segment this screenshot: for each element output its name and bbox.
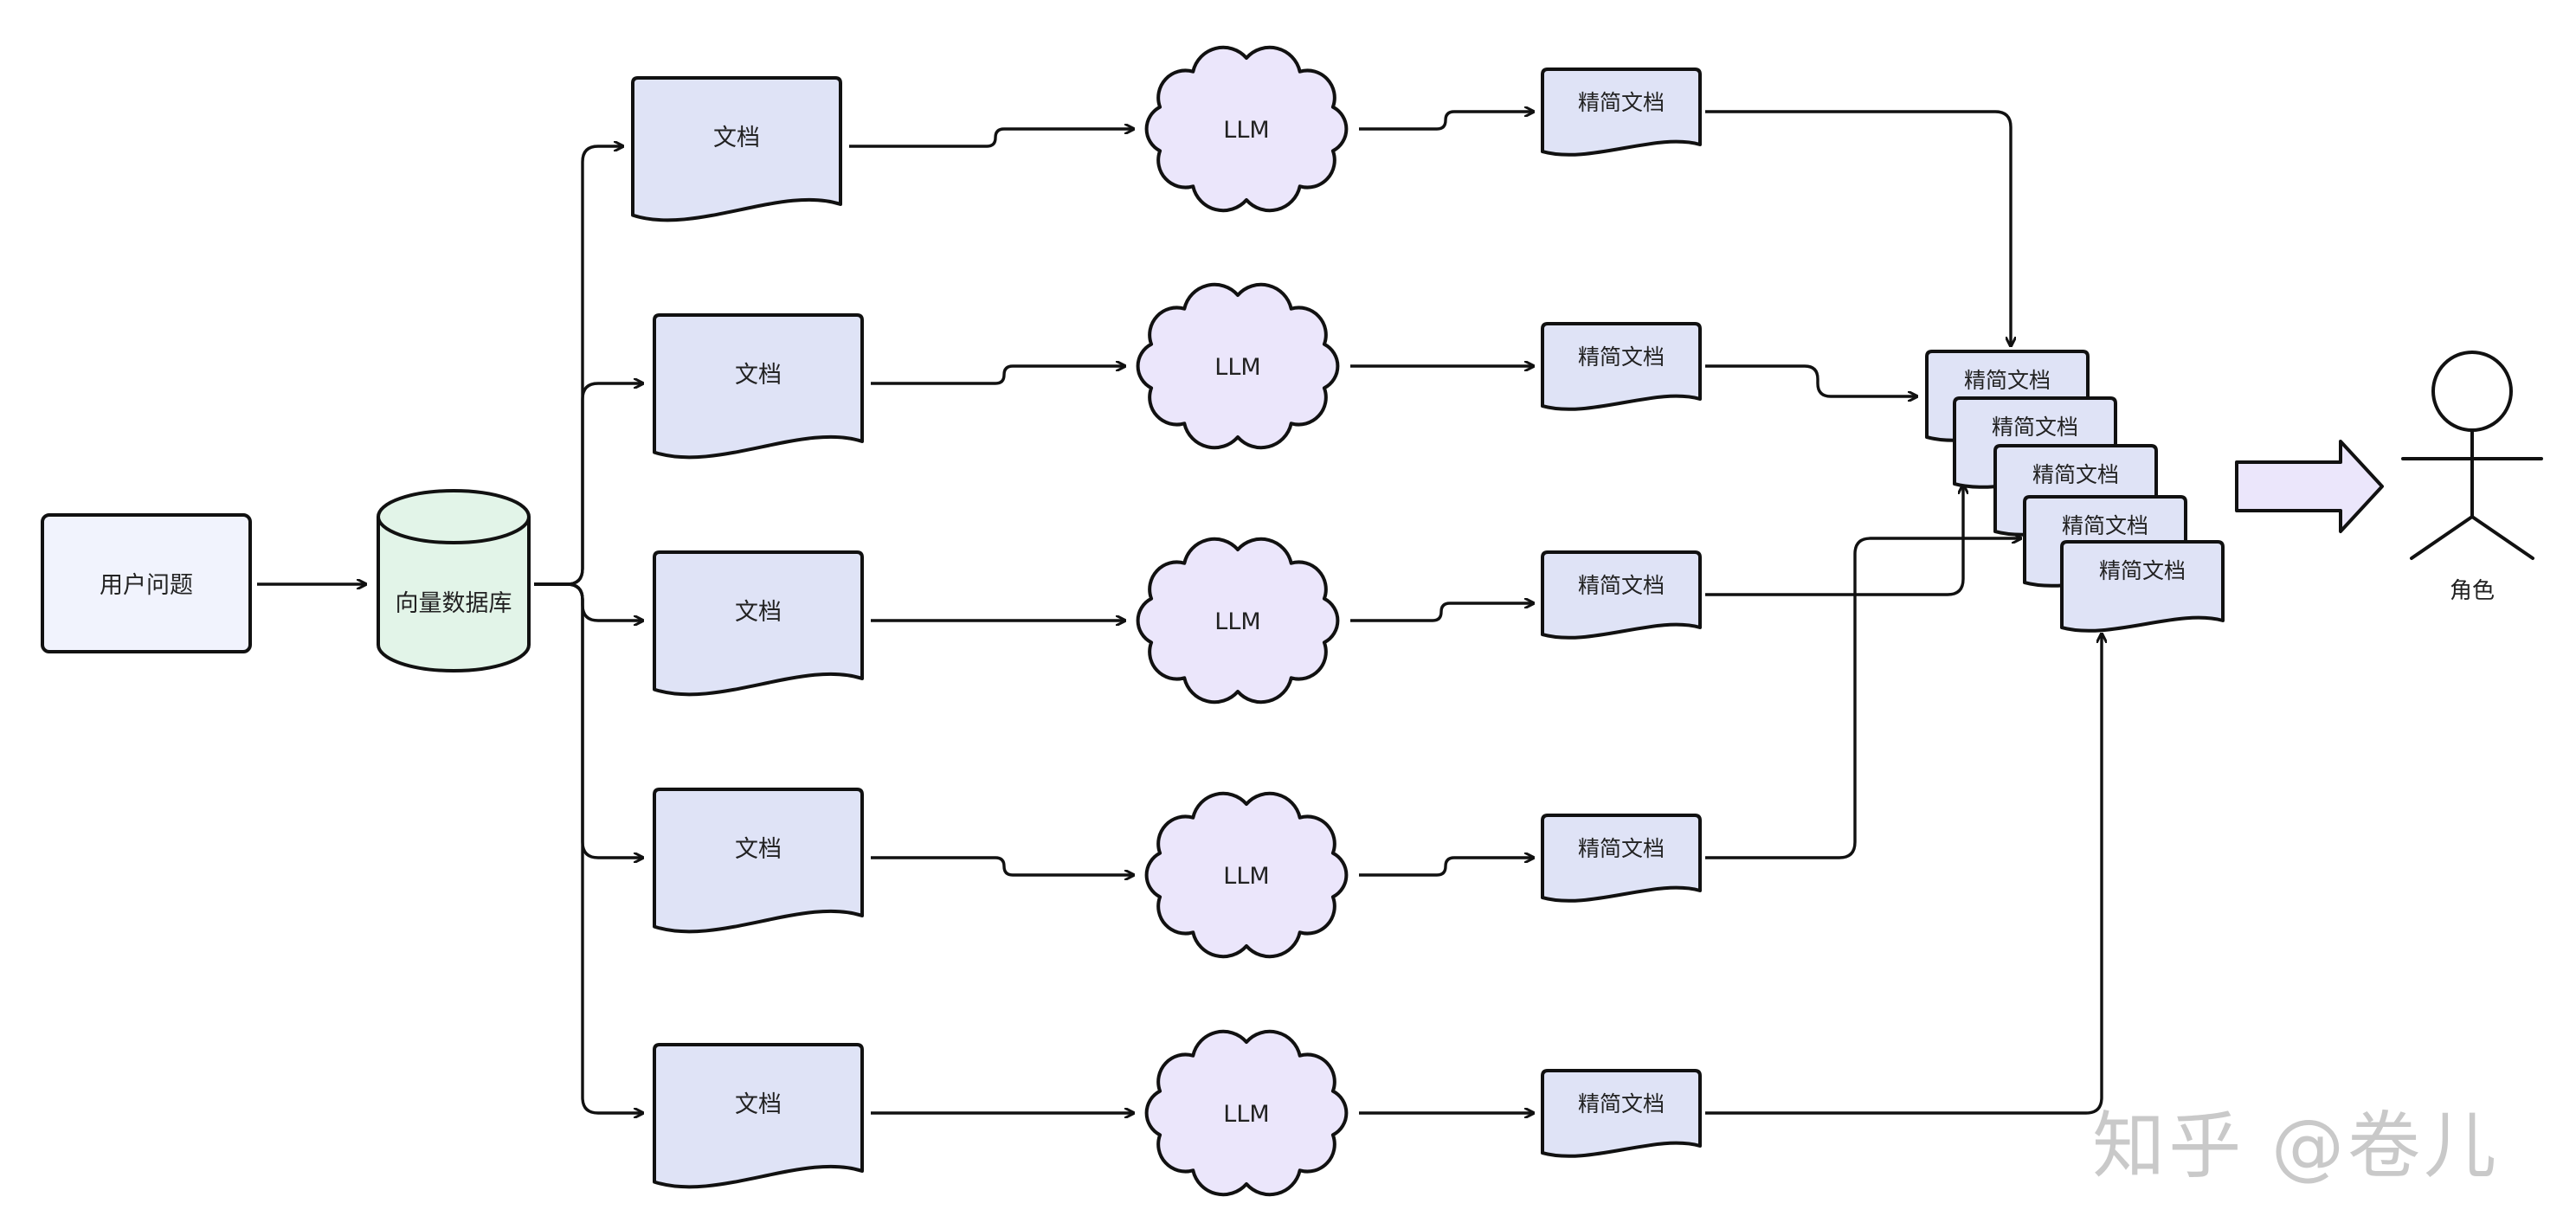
llm-node-5: LLM xyxy=(1144,1029,1349,1197)
cloud-icon xyxy=(1136,537,1340,705)
arrow-summary-1-to-stack xyxy=(1705,110,2011,346)
document-label-5: 文档 xyxy=(735,1091,782,1118)
document-shape xyxy=(653,313,864,460)
stick-figure-icon xyxy=(2401,351,2543,560)
summary-node-1: 精简文档 xyxy=(1541,68,1702,157)
cloud-icon xyxy=(1144,791,1349,959)
arrow-db-to-doc-5 xyxy=(534,582,643,1113)
summary-node-5: 精简文档 xyxy=(1541,1069,1702,1158)
arrow-llm-to-summary-3 xyxy=(1350,603,1534,622)
arrow-summary-3-to-stack xyxy=(1705,485,1963,596)
summary-shape xyxy=(1541,322,1702,411)
summary-node-2: 精简文档 xyxy=(1541,322,1702,411)
summary-shape xyxy=(1541,1069,1702,1158)
arrow-db-to-doc-1 xyxy=(534,146,623,586)
user-question-node: 用户问题 xyxy=(41,513,252,653)
arrow-doc-to-llm-4 xyxy=(871,856,1134,875)
llm-label-4: LLM xyxy=(1223,863,1269,890)
role-label: 角色 xyxy=(2450,578,2495,604)
arrow-summary-4-to-stack xyxy=(1705,538,2021,859)
document-label-2: 文档 xyxy=(735,362,782,389)
cloud-icon xyxy=(1144,45,1349,213)
stacked-summary-label-5: 精简文档 xyxy=(2099,558,2186,583)
llm-node-1: LLM xyxy=(1144,45,1349,213)
llm-node-2: LLM xyxy=(1136,282,1340,450)
stacked-summary-label-4: 精简文档 xyxy=(2062,513,2148,538)
cloud-icon xyxy=(1144,1029,1349,1197)
document-node-5: 文档 xyxy=(653,1043,864,1189)
document-node-3: 文档 xyxy=(653,550,864,697)
arrow-db-to-doc-3 xyxy=(534,582,643,621)
stacked-summary-label-1: 精简文档 xyxy=(1964,368,2051,393)
document-label-3: 文档 xyxy=(735,599,782,626)
document-shape xyxy=(631,76,842,222)
llm-label-5: LLM xyxy=(1223,1101,1269,1128)
llm-label-1: LLM xyxy=(1223,117,1269,144)
llm-label-2: LLM xyxy=(1214,354,1260,381)
vector-database-label: 向量数据库 xyxy=(396,590,512,617)
connector-lines xyxy=(257,112,2102,1113)
arrow-summary-5-to-stack xyxy=(1705,634,2102,1115)
stacked-summary-label-2: 精简文档 xyxy=(1992,415,2078,440)
llm-node-4: LLM xyxy=(1144,791,1349,959)
llm-node-3: LLM xyxy=(1136,537,1340,705)
summary-shape xyxy=(1541,550,1702,640)
document-shape xyxy=(653,788,864,934)
summary-label-5: 精简文档 xyxy=(1578,1091,1665,1116)
arrow-summary-2-to-stack xyxy=(1705,364,1917,396)
summary-node-3: 精简文档 xyxy=(1541,550,1702,640)
summary-label-3: 精简文档 xyxy=(1578,573,1665,598)
summary-label-2: 精简文档 xyxy=(1578,344,1665,370)
arrow-llm-to-summary-4 xyxy=(1359,858,1534,877)
summary-label-4: 精简文档 xyxy=(1578,836,1665,861)
user-question-label: 用户问题 xyxy=(100,572,193,599)
document-label-1: 文档 xyxy=(713,125,760,151)
arrow-doc-to-llm-2 xyxy=(871,366,1125,385)
arrow-db-to-doc-4 xyxy=(534,582,643,858)
summary-label-1: 精简文档 xyxy=(1578,90,1665,115)
llm-label-3: LLM xyxy=(1214,608,1260,635)
vector-database-node: 向量数据库 xyxy=(377,489,531,672)
stacked-summary-label-3: 精简文档 xyxy=(2032,462,2119,487)
summary-shape xyxy=(1541,814,1702,903)
arrow-llm-to-summary-1 xyxy=(1359,112,1534,131)
document-node-2: 文档 xyxy=(653,313,864,460)
arrow-db-to-doc-2 xyxy=(534,383,643,586)
watermark-text: 知乎 @卷儿 xyxy=(2092,1104,2500,1188)
document-label-4: 文档 xyxy=(735,836,782,863)
role-node: 角色 xyxy=(2401,351,2543,604)
document-node-1: 文档 xyxy=(631,76,842,222)
stacked-summary-shape xyxy=(2060,540,2225,633)
cloud-icon xyxy=(1136,282,1340,450)
document-node-4: 文档 xyxy=(653,788,864,934)
right-arrow-icon xyxy=(2235,440,2384,533)
stacked-summary-5: 精简文档 xyxy=(2060,540,2225,633)
document-shape xyxy=(653,550,864,697)
summary-node-4: 精简文档 xyxy=(1541,814,1702,903)
summary-shape xyxy=(1541,68,1702,157)
document-shape xyxy=(653,1043,864,1189)
arrow-doc-to-llm-1 xyxy=(849,129,1134,148)
